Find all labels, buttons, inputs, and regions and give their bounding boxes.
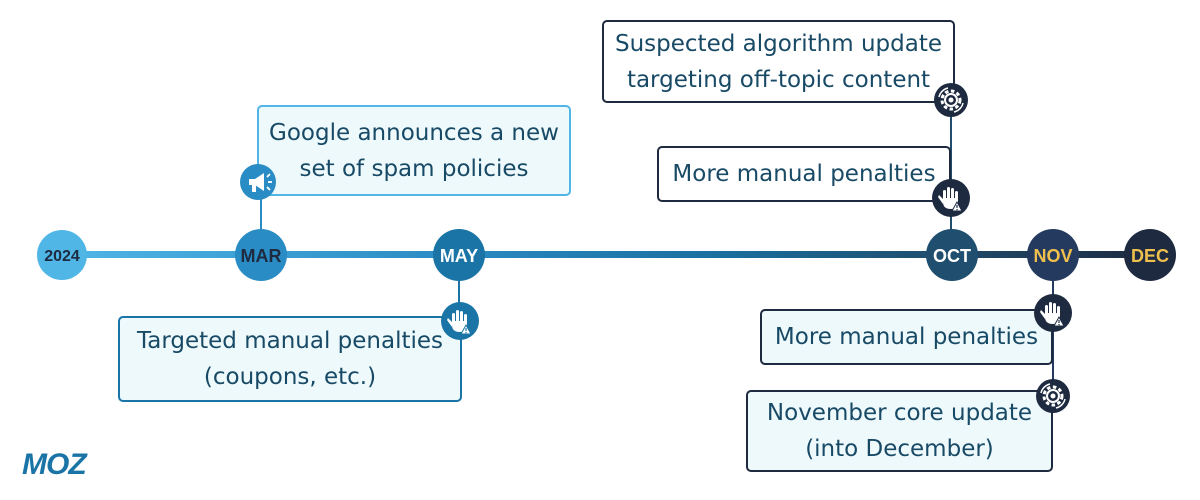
event-box-targeted-penalties: Targeted manual penalties (coupons, etc.… bbox=[118, 316, 462, 402]
marker-label-nov: NOV bbox=[1033, 246, 1072, 266]
event-text-line: Targeted manual penalties bbox=[136, 328, 444, 354]
event-box-core-update: November core update (into December) bbox=[746, 390, 1053, 472]
marker-label-2024: 2024 bbox=[44, 248, 80, 265]
event-text-line: November core update bbox=[766, 400, 1033, 426]
marker-2024: 2024 bbox=[37, 230, 87, 280]
event-text-line: Suspected algorithm update bbox=[615, 30, 942, 57]
marker-label-oct: OCT bbox=[933, 246, 971, 266]
marker-nov: NOV bbox=[1027, 229, 1079, 281]
event-text-line: (into December) bbox=[805, 436, 994, 462]
event-text-line: set of spam policies bbox=[299, 155, 529, 182]
marker-may: MAY bbox=[433, 229, 485, 281]
marker-dec: DEC bbox=[1124, 229, 1176, 281]
moz-logo: MOZ bbox=[22, 448, 87, 481]
marker-label-may: MAY bbox=[440, 246, 478, 266]
event-text-line: Google announces a new bbox=[269, 119, 559, 146]
marker-mar: MAR bbox=[235, 229, 287, 281]
event-box-spam-policies: Google announces a new set of spam polic… bbox=[257, 105, 571, 196]
event-text-line: More manual penalties bbox=[672, 161, 936, 187]
event-text-line: More manual penalties bbox=[774, 324, 1039, 350]
marker-label-mar: MAR bbox=[241, 246, 282, 266]
marker-label-dec: DEC bbox=[1131, 246, 1169, 266]
event-box-algorithm-update: Suspected algorithm update targeting off… bbox=[602, 20, 955, 103]
event-text-line: (coupons, etc.) bbox=[203, 364, 377, 390]
event-text-line: targeting off-topic content bbox=[626, 66, 931, 93]
event-box-more-penalties-nov: More manual penalties bbox=[760, 309, 1053, 365]
timeline-axis bbox=[60, 251, 1155, 258]
marker-oct: OCT bbox=[926, 229, 978, 281]
event-box-more-penalties-oct: More manual penalties bbox=[657, 146, 951, 202]
